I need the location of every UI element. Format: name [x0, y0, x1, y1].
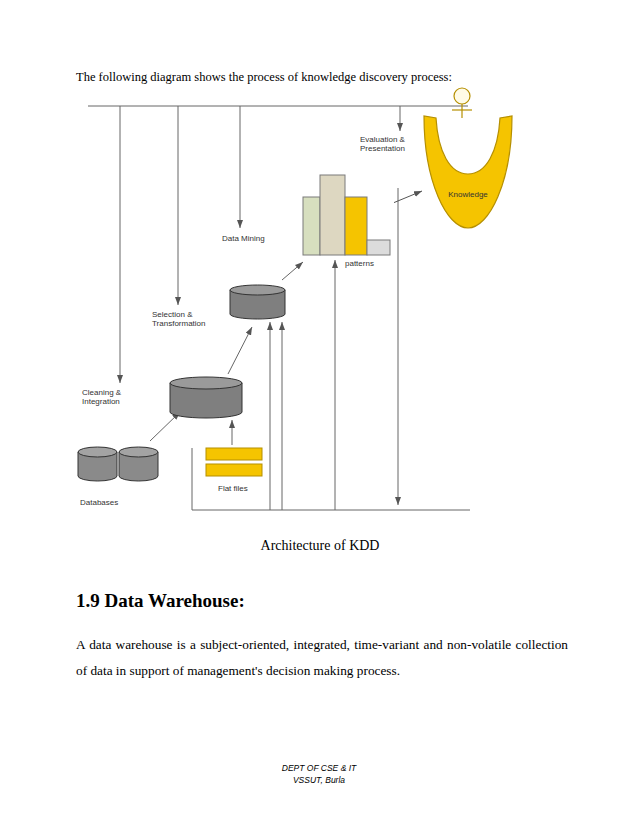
flat-file-record	[206, 464, 262, 476]
footer-text: VSSUT, Burla	[219, 776, 419, 786]
flat-file-record	[206, 448, 262, 460]
step-label: Data Mining	[222, 234, 282, 243]
control-line	[178, 106, 179, 305]
control-line	[400, 106, 401, 131]
control-line	[240, 106, 241, 228]
feedback-line	[192, 448, 193, 510]
feedback-line	[282, 322, 283, 510]
knowledge-bowl	[424, 116, 512, 228]
figure-caption: Architecture of KDD	[120, 538, 520, 554]
pattern-bar	[345, 197, 367, 255]
feedback-line	[398, 188, 399, 505]
step-label: Evaluation & Presentation	[360, 135, 414, 153]
flat-file-node: Flat files	[204, 446, 264, 498]
pattern-node-shape	[300, 172, 394, 272]
control-line	[88, 106, 468, 107]
pattern-bar	[320, 175, 345, 255]
user-body	[461, 104, 462, 118]
footer-text: DEPT OF CSE & IT	[219, 764, 419, 774]
user-arms	[452, 109, 472, 110]
user-head	[454, 88, 470, 104]
feedback-line	[335, 260, 336, 510]
database-cylinder-top	[78, 447, 117, 457]
feedback-line	[192, 510, 470, 511]
body-paragraph: A data warehouse is a subject-oriented, …	[76, 632, 568, 684]
pattern-bar	[367, 240, 390, 255]
flow-arrow	[282, 262, 303, 280]
node-label: Databases	[80, 498, 118, 507]
section-heading: 1.9 Data Warehouse:	[76, 590, 476, 612]
pattern-node: patterns	[300, 172, 394, 272]
warehouse-cylinder-top	[170, 377, 242, 389]
flow-arrow	[232, 420, 233, 445]
step-label: Cleaning & Integration	[82, 388, 130, 406]
control-line	[120, 106, 121, 383]
pattern-bar	[303, 197, 320, 255]
database-cylinder-top	[119, 447, 158, 457]
feedback-line	[270, 322, 271, 510]
step-label: Selection & Transformation	[152, 310, 216, 328]
selected-data-cylinder-top	[230, 285, 285, 295]
node-label: patterns	[345, 259, 374, 268]
flow-arrow	[394, 191, 422, 203]
flow-arrow	[150, 412, 180, 441]
node-label: Knowledge	[422, 190, 514, 199]
flow-arrow	[228, 327, 252, 374]
node-label: Flat files	[218, 484, 248, 493]
database-node: Databases	[76, 444, 162, 512]
knowledge-node-shape	[422, 112, 514, 232]
intro-text: The following diagram shows the process …	[76, 70, 616, 84]
knowledge-node: Knowledge	[422, 112, 514, 232]
